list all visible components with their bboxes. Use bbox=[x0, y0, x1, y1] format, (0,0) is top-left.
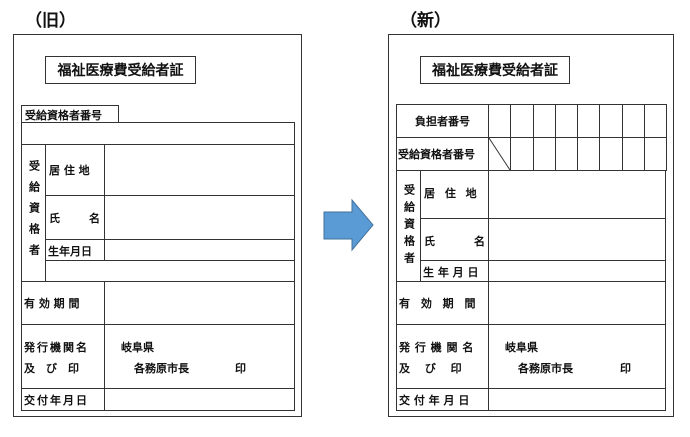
new-validity-field bbox=[488, 281, 666, 325]
old-seal: 印 bbox=[235, 362, 246, 375]
recipient-number-digit-cell bbox=[510, 137, 534, 171]
payer-number-digit-cell bbox=[599, 104, 623, 138]
new-validity-label: 有 効 期 間 bbox=[399, 297, 476, 310]
old-extra-field bbox=[45, 260, 295, 282]
old-recipient-number-field bbox=[21, 122, 295, 145]
old-validity-field bbox=[104, 281, 295, 325]
new-address-label: 居 住 地 bbox=[424, 187, 477, 200]
old-recipient-group-label: 受給資格者 bbox=[27, 160, 41, 265]
payer-number-digit-cell bbox=[577, 104, 601, 138]
old-issuer-value-2: 各務原市長 bbox=[134, 362, 189, 375]
old-issue-date-label: 交付年月日 bbox=[24, 394, 89, 407]
old-birthdate-field bbox=[104, 239, 295, 261]
recipient-number-digit-cell bbox=[577, 137, 601, 171]
old-issuer-value-1: 岐阜県 bbox=[121, 341, 154, 354]
right-arrow-icon bbox=[323, 198, 374, 252]
new-seal: 印 bbox=[620, 362, 631, 375]
new-issuer-label-1: 発 行 機 関 名 bbox=[399, 341, 474, 354]
recipient-number-digit-cell bbox=[621, 137, 645, 171]
old-issuer-label-2: 及 び 印 bbox=[24, 362, 79, 375]
new-issue-date-field bbox=[488, 388, 666, 411]
old-heading: （旧） bbox=[25, 11, 76, 31]
old-issuer-field bbox=[104, 324, 295, 389]
old-validity-label: 有 効 期 間 bbox=[24, 297, 80, 310]
new-name-label-right: 名 bbox=[474, 235, 485, 248]
old-name-field bbox=[104, 195, 295, 240]
old-issue-date-field bbox=[104, 388, 295, 411]
new-name-field bbox=[488, 218, 666, 261]
old-name-label-left: 氏 bbox=[49, 212, 60, 225]
old-recipient-number-tab: 受給資格者番号 bbox=[21, 105, 119, 123]
new-recipient-group-label: 受給資格者 bbox=[402, 183, 416, 269]
old-address-label: 居 住 地 bbox=[49, 164, 90, 177]
diagonal-slash bbox=[488, 137, 511, 171]
recipient-number-digit-cell bbox=[554, 137, 578, 171]
old-issuer-label-1: 発行機関名 bbox=[24, 341, 89, 354]
new-issuer-value-1: 岐阜県 bbox=[505, 341, 538, 354]
recipient-number-digit-cell bbox=[643, 137, 667, 171]
new-name-label-left: 氏 bbox=[424, 235, 435, 248]
old-birthdate-label: 生年月日 bbox=[48, 245, 92, 258]
new-title: 福祉医療費受給者証 bbox=[420, 56, 570, 84]
recipient-number-digit-cell bbox=[599, 137, 623, 171]
payer-number-digit-cell bbox=[510, 104, 534, 138]
payer-number-digit-cell bbox=[488, 104, 512, 138]
new-card bbox=[388, 34, 674, 417]
old-card bbox=[13, 34, 302, 417]
new-issuer-label-2: 及 び 印 bbox=[399, 362, 462, 375]
old-address-field bbox=[104, 144, 295, 196]
recipient-number-digit-cell bbox=[532, 137, 556, 171]
new-birthdate-field bbox=[488, 260, 666, 282]
old-name-label-right: 名 bbox=[89, 212, 100, 225]
new-issue-date-label: 交 付 年 月 日 bbox=[399, 394, 470, 407]
new-heading: （新） bbox=[400, 11, 451, 31]
payer-number-digit-cell bbox=[643, 104, 667, 138]
payer-number-digit-cell bbox=[621, 104, 645, 138]
new-birthdate-label: 生 年 月 日 bbox=[423, 266, 479, 279]
old-issuer-label-cell bbox=[21, 324, 105, 389]
payer-number-digit-cell bbox=[532, 104, 556, 138]
new-issuer-field bbox=[488, 324, 666, 389]
new-address-field bbox=[488, 170, 666, 219]
payer-number-digit-cell bbox=[554, 104, 578, 138]
new-recipient-number-label: 受給資格者番号 bbox=[398, 148, 475, 161]
old-title: 福祉医療費受給者証 bbox=[45, 56, 196, 84]
new-issuer-label-cell bbox=[396, 324, 489, 389]
new-issuer-value-2: 各務原市長 bbox=[518, 362, 573, 375]
new-payer-number-label: 負担者番号 bbox=[415, 115, 470, 128]
